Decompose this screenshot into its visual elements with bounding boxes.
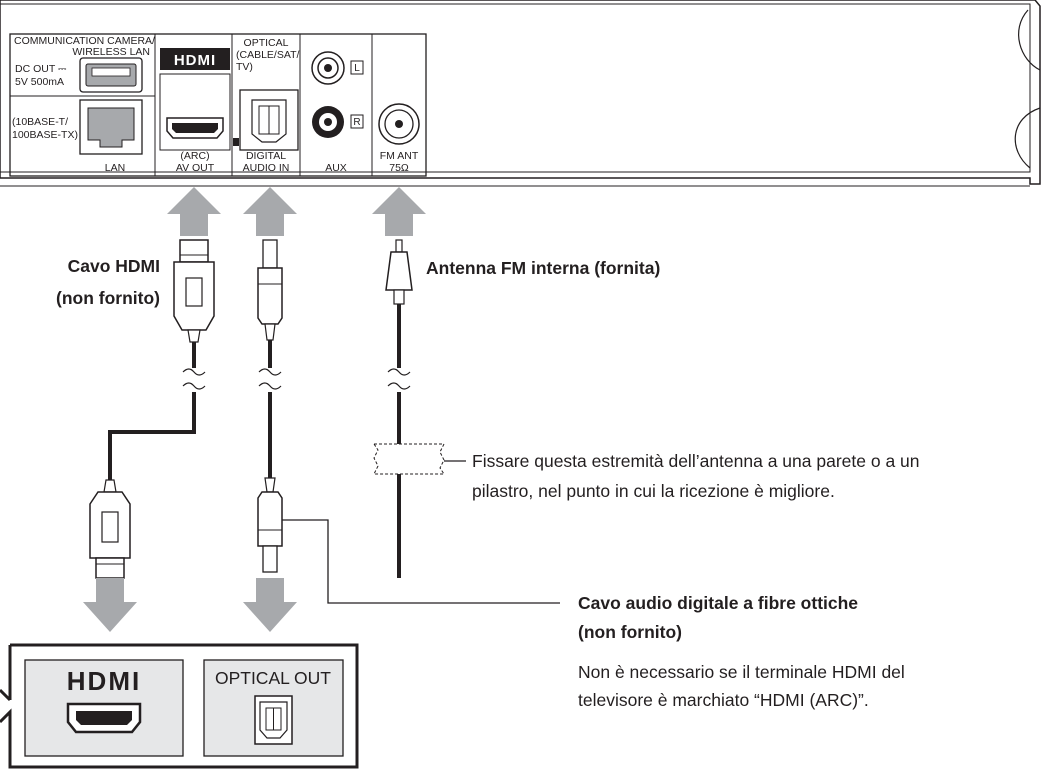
arrow-down-icon bbox=[243, 578, 297, 632]
hdmi-cable-note: (non fornito) bbox=[56, 288, 160, 308]
up-arrows bbox=[167, 187, 426, 236]
arc-note-2: televisore è marchiato “HDMI (ARC)”. bbox=[578, 690, 869, 710]
tv-optical-out-label: OPTICAL OUT bbox=[215, 668, 331, 688]
optical-cable-label: Cavo audio digitale a fibre ottiche bbox=[578, 593, 858, 613]
hdmi-logo: HDMI bbox=[174, 52, 216, 69]
fm-antenna-label: Antenna FM interna (fornita) bbox=[426, 258, 660, 278]
optical-label-3: TV) bbox=[236, 61, 253, 73]
arc-label: (ARC) bbox=[180, 150, 209, 162]
usb-port-icon bbox=[79, 57, 143, 93]
fm-antenna-section: FM ANT 75Ω bbox=[378, 103, 420, 174]
lan-base-label-2: 100BASE-TX) bbox=[12, 129, 78, 141]
optical-label-1: OPTICAL bbox=[244, 37, 289, 49]
aux-r-label: R bbox=[353, 117, 360, 128]
arrow-up-icon bbox=[167, 187, 221, 236]
lan-section: COMMUNICATION CAMERA/ WIRELESS LAN DC OU… bbox=[12, 35, 155, 174]
hdmi-cable bbox=[89, 239, 215, 579]
av-out-label: AV OUT bbox=[176, 162, 215, 174]
digital-label: DIGITAL bbox=[246, 150, 286, 162]
dc-out-label: DC OUT ⎓ bbox=[15, 63, 67, 75]
fm-ant-label: FM ANT bbox=[380, 150, 419, 162]
lan-label: LAN bbox=[105, 162, 125, 174]
tv-optical-port-icon bbox=[254, 695, 293, 745]
tv-hdmi-port-icon bbox=[66, 702, 142, 734]
lan-base-label-1: (10BASE-T/ bbox=[12, 116, 68, 128]
fm-jack-icon bbox=[378, 103, 420, 145]
hdmi-out-section: HDMI (ARC) AV OUT bbox=[159, 48, 239, 174]
optical-label-2: (CABLE/SAT/ bbox=[236, 49, 299, 61]
arc-note-1: Non è necessario se il terminale HDMI de… bbox=[578, 662, 905, 682]
tv-hdmi-logo: HDMI bbox=[67, 666, 141, 696]
down-arrows bbox=[83, 578, 297, 632]
callout-labels: Cavo HDMI (non fornito) Antenna FM inter… bbox=[56, 256, 920, 710]
arrow-up-icon bbox=[372, 187, 426, 236]
tape-icon bbox=[373, 443, 445, 475]
aux-l-jack-icon bbox=[311, 51, 345, 85]
aux-section: L R AUX bbox=[311, 51, 364, 174]
device-rear-panel bbox=[0, 0, 1041, 187]
optical-port-icon bbox=[239, 89, 299, 151]
aux-l-label: L bbox=[354, 63, 360, 74]
terminal-block bbox=[9, 33, 427, 177]
fm-antenna-wire bbox=[373, 239, 466, 578]
tv-terminal-panel: HDMI OPTICAL OUT bbox=[0, 643, 359, 769]
audio-in-label: AUDIO IN bbox=[243, 162, 290, 174]
antenna-fix-note-2: pilastro, nel punto in cui la ricezione … bbox=[472, 481, 835, 501]
dc-out-rating: 5V 500mA bbox=[15, 76, 64, 88]
arrow-up-icon bbox=[243, 187, 297, 236]
fm-ohm-label: 75Ω bbox=[389, 162, 409, 174]
arrow-down-icon bbox=[83, 578, 137, 632]
comm-label-2: WIRELESS LAN bbox=[72, 46, 150, 58]
optical-cable-note: (non fornito) bbox=[578, 622, 682, 642]
optical-cable bbox=[257, 239, 560, 604]
antenna-fix-note-1: Fissare questa estremità dell’antenna a … bbox=[472, 451, 920, 471]
lan-port-icon bbox=[79, 99, 143, 155]
comm-label-1: COMMUNICATION CAMERA/ bbox=[14, 35, 155, 47]
aux-label: AUX bbox=[325, 162, 347, 174]
optical-in-section: OPTICAL (CABLE/SAT/ TV) DIGITAL AUDIO IN bbox=[236, 37, 299, 174]
aux-r-jack-icon bbox=[312, 106, 344, 138]
hdmi-cable-label: Cavo HDMI bbox=[68, 256, 160, 276]
hdmi-port-icon bbox=[166, 117, 224, 139]
